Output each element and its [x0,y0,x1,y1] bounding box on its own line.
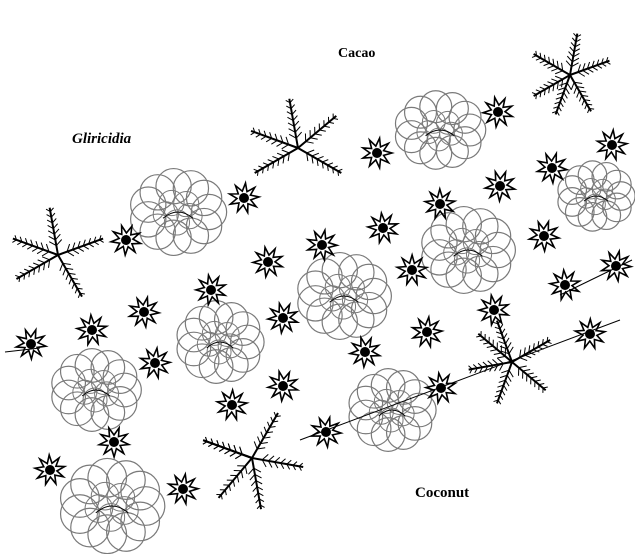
cacao-crown [298,253,392,340]
cacao-crown [395,91,485,170]
gliricidia-shrub [217,390,247,419]
gliricidia-shrub [308,230,337,259]
gliricidia-shrub [268,372,297,401]
gliricidia-shrub [196,275,225,305]
coconut-palm [203,412,303,509]
coconut-label: Coconut [415,485,469,502]
gliricidia-shrub [16,330,46,359]
gliricidia-shrub [575,319,605,348]
gliricidia-shrub [413,317,442,347]
gliricidia-shrub [35,455,65,484]
cacao-crown [422,207,516,294]
cacao-label: Cacao [338,46,375,62]
gliricidia-shrub [77,315,106,344]
gliricidia-shrub [602,251,631,281]
row-line [560,260,632,295]
cacao-crown [177,301,264,384]
cacao-crown [52,349,141,432]
cacao-crown [349,369,436,452]
gliricidia-shrub [169,474,198,504]
gliricidia-shrub [130,297,159,327]
gliricidia-shrub [368,213,397,243]
gliricidia-shrub [363,138,392,168]
gliricidia-shrub [253,247,282,276]
gliricidia-shrub [529,222,559,251]
cacao-crown [61,458,165,553]
gliricidia-shrub [312,418,341,447]
gliricidia-shrub [230,183,259,212]
gliricidia-shrub [537,154,567,183]
coconut-palm [468,320,551,404]
gliricidia-shrub [426,373,455,403]
gliricidia-shrub [268,303,297,333]
gliricidia-shrub [483,97,512,127]
gliricidia-shrub [485,172,515,201]
gliricidia-shrub [99,428,129,457]
gliricidia-shrub [111,226,141,255]
coconut-palm [532,33,610,115]
gliricidia-shrub [479,295,508,325]
gliricidia-shrub [598,130,627,160]
gliricidia-shrub [550,270,579,299]
gliricidia-label: Gliricidia [72,131,131,148]
cacao-crown [558,161,635,231]
gliricidia-shrub [141,348,170,378]
cacao-crown [131,169,227,256]
gliricidia-shrub [425,189,455,218]
coconut-palm [251,99,343,176]
gliricidia-shrub [350,338,380,367]
coconut-palm [12,208,103,298]
